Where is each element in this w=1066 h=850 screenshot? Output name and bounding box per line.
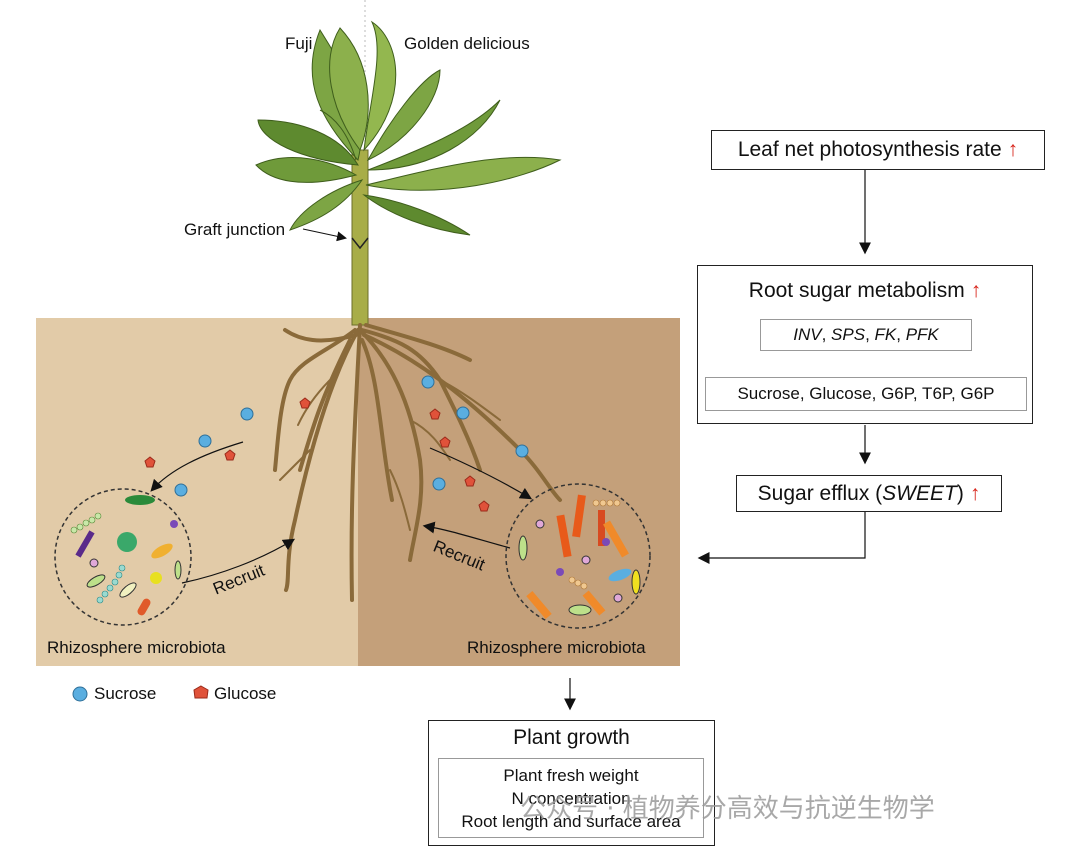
up-arrow-icon: ↑ xyxy=(1007,138,1019,161)
sugar-efflux-box: Sugar efflux (SWEET)↑ xyxy=(736,475,1002,512)
scion-label: Golden delicious xyxy=(404,34,530,53)
plant-leaves xyxy=(255,20,562,236)
rhizosphere-left-label: Rhizosphere microbiota xyxy=(47,638,226,657)
plant-stem xyxy=(351,149,369,326)
soil-left xyxy=(36,318,358,666)
root-metabolism-title: Root sugar metabolism↑ xyxy=(748,279,982,302)
photosynthesis-box: Leaf net photosynthesis rate↑ xyxy=(711,130,1045,170)
legend-glucose: Glucose xyxy=(214,684,277,703)
growth-item: Plant fresh weight xyxy=(503,765,639,785)
legend-sucrose: Sucrose xyxy=(94,684,157,703)
metabolites-box: Sucrose, Glucose, G6P, T6P, G6P xyxy=(705,377,1027,411)
microbiota-right xyxy=(505,483,651,629)
genes-box: INV, SPS, FK, PFK xyxy=(760,319,972,351)
photosynthesis-text: Leaf net photosynthesis rate xyxy=(737,138,1002,161)
growth-item: Root length and surface area xyxy=(461,811,681,831)
sucrose-molecules xyxy=(174,375,529,497)
gene-pfk: PFK xyxy=(905,325,939,344)
rootstock-label: Fuji xyxy=(285,34,313,53)
glucose-molecules xyxy=(144,397,490,512)
growth-items-box: Plant fresh weight N concentration Root … xyxy=(438,758,704,838)
rhizosphere-right-label: Rhizosphere microbiota xyxy=(467,638,646,657)
gene-inv: INV xyxy=(793,325,822,344)
gene-fk: FK xyxy=(874,325,897,344)
growth-item: N concentration xyxy=(511,788,631,808)
gene-sps: SPS xyxy=(831,325,866,344)
up-arrow-icon: ↑ xyxy=(970,279,982,302)
watermark: 公众号 · 植物养分高效与抗逆生物学 xyxy=(520,794,935,824)
up-arrow-icon: ↑ xyxy=(969,481,981,505)
sweet-gene: SWEET xyxy=(882,481,957,505)
microbiota-left xyxy=(54,488,192,626)
plant-roots xyxy=(273,323,562,602)
graft-junction-label: Graft junction xyxy=(184,220,286,239)
plant-growth-title: Plant growth xyxy=(513,726,630,749)
